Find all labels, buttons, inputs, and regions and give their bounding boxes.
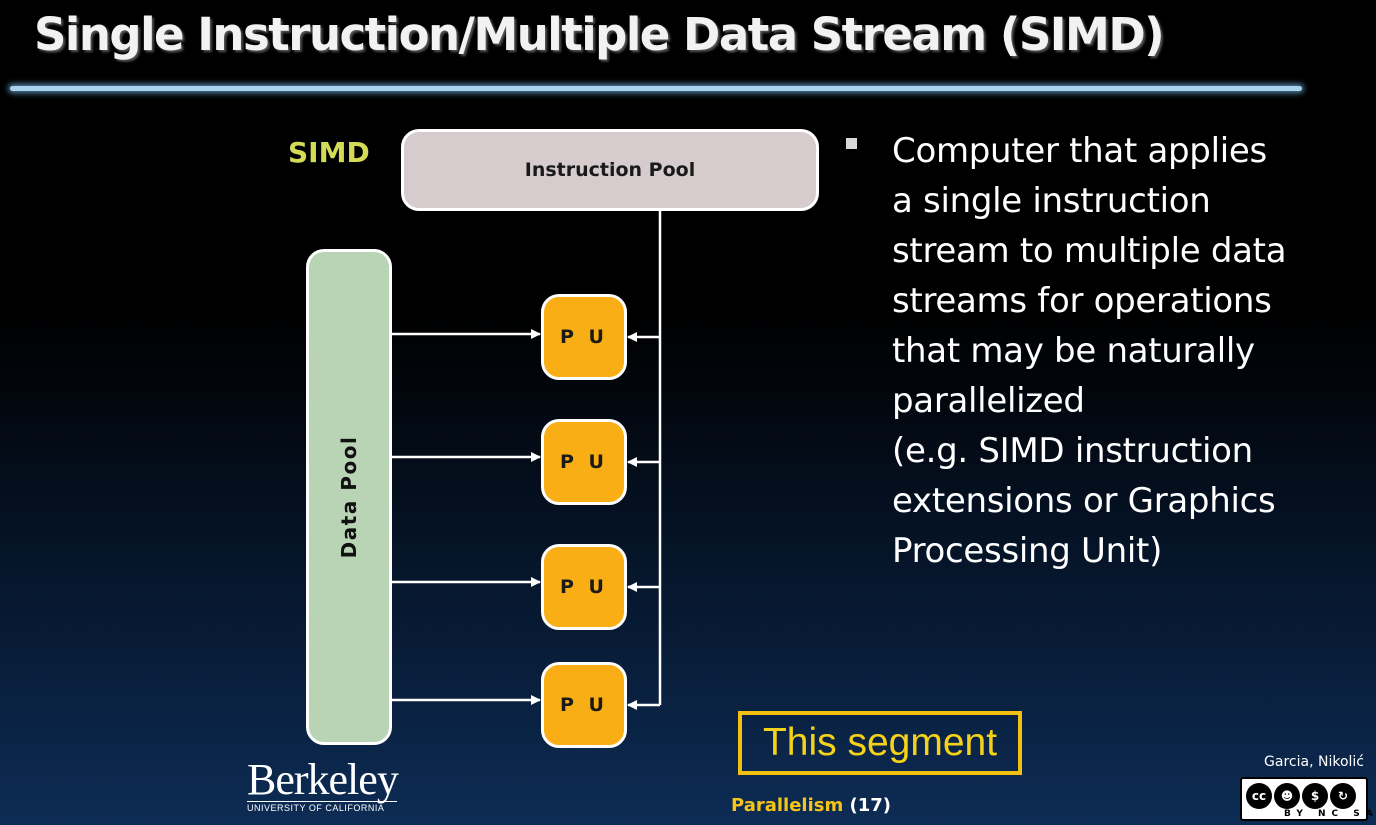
square-bullet-icon [846, 138, 857, 149]
processing-unit-label: P U [560, 694, 608, 716]
berkeley-logo-word: Berkeley [247, 755, 399, 804]
this-segment-box: This segment [738, 711, 1022, 775]
bullet-text: Computer that applies a single instructi… [892, 126, 1356, 576]
bullet-line: that may be naturally [892, 331, 1255, 371]
processing-unit-label: P U [560, 326, 608, 348]
bullet-line: Processing Unit) [892, 531, 1163, 571]
instruction-pool-label: Instruction Pool [524, 159, 696, 181]
footer-topic-name: Parallelism [731, 795, 844, 816]
berkeley-logo: Berkeley UNIVERSITY OF CALIFORNIA [247, 755, 399, 813]
footer-page-number: (17) [849, 795, 892, 816]
bullet-line: (e.g. SIMD instruction [892, 431, 1253, 471]
processing-unit-3: P U [541, 544, 627, 630]
footer-topic: Parallelism (17) [731, 795, 891, 816]
instruction-pool-box: Instruction Pool [401, 129, 819, 211]
processing-unit-label: P U [560, 576, 608, 598]
bullet-line: extensions or Graphics [892, 481, 1276, 521]
this-segment-label: This segment [762, 721, 998, 764]
processing-unit-1: P U [541, 294, 627, 380]
bullet-line: a single instruction [892, 181, 1211, 221]
noncommercial-icon: $ [1302, 783, 1328, 809]
simd-label: SIMD [288, 136, 370, 169]
slide-title: Single Instruction/Multiple Data Stream … [34, 8, 1165, 61]
bullet-line: streams for operations [892, 281, 1272, 321]
processing-unit-label: P U [560, 451, 608, 473]
cc-icon: cc [1246, 783, 1272, 809]
processing-unit-2: P U [541, 419, 627, 505]
bullet-line: stream to multiple data [892, 231, 1287, 271]
sharealike-icon: ↻ [1330, 783, 1356, 809]
bullet-line: Computer that applies [892, 131, 1267, 171]
bullet-line: parallelized [892, 381, 1085, 421]
berkeley-logo-subtitle: UNIVERSITY OF CALIFORNIA [247, 801, 397, 813]
processing-unit-4: P U [541, 662, 627, 748]
cc-license-badge: cc ☻ $ ↻ BY NC SA [1240, 777, 1373, 821]
data-pool-box: Data Pool [306, 249, 392, 745]
attribution-icon: ☻ [1274, 783, 1300, 809]
title-underline [10, 86, 1302, 91]
license-terms: BY NC SA [1284, 809, 1376, 819]
authors: Garcia, Nikolić [1264, 754, 1364, 770]
bullet-point: Computer that applies a single instructi… [846, 126, 1356, 576]
